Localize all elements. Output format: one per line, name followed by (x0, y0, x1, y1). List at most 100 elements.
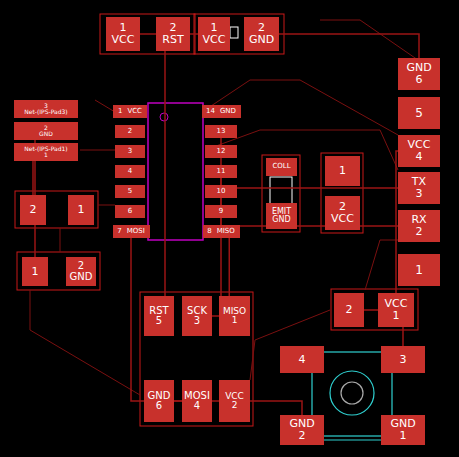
pad: 1 (22, 257, 48, 286)
pad-label: Net-(IPS-Pad3) (24, 109, 67, 115)
pad-label: RST (162, 34, 183, 46)
pad-label: 2 (299, 430, 306, 442)
pad: 5 (115, 185, 145, 198)
pad-label: COLL (272, 163, 290, 170)
pad-label: 8 (207, 228, 211, 235)
pad-label: MISO (223, 307, 246, 316)
pad: RX2 (398, 210, 440, 242)
pad: 13 (205, 125, 237, 138)
pad-label: 2 (30, 204, 37, 216)
pad-label: 2 (232, 401, 238, 410)
pad: EMITGND (266, 203, 297, 229)
pad-label: 3 (416, 188, 423, 200)
pad: 1 (325, 156, 360, 186)
pad-label: 2 (128, 128, 132, 135)
pad-label: GND (272, 216, 290, 224)
pad-label: RX (411, 214, 426, 226)
copper-trace (32, 161, 34, 195)
copper-trace (221, 198, 398, 226)
pin1-mark (160, 113, 168, 121)
isp-header-outline (140, 292, 253, 426)
pad: COLL (266, 158, 297, 176)
pad-label: 1 (393, 310, 400, 322)
pad-label: VCC (127, 108, 142, 115)
pad: 3 (115, 145, 145, 158)
pad-label: 3 (400, 354, 407, 366)
pad-label: MOSI (184, 391, 210, 402)
capacitor-outline (194, 14, 284, 54)
pad: MOSI4 (182, 380, 212, 422)
polarity-mark (230, 27, 238, 38)
pad: 7MOSI (113, 225, 150, 238)
pad: GND6 (144, 380, 174, 422)
pad: 1 (68, 195, 94, 225)
pad-label: 3 (194, 316, 200, 327)
pad: GND2 (280, 415, 324, 445)
pad: 2 (20, 195, 46, 225)
pad: MISO1 (219, 296, 250, 336)
copper-trace (30, 20, 418, 395)
pad: 1 VCC (113, 105, 147, 118)
pad-label: VCC (331, 213, 354, 225)
pad-label: 5 (128, 188, 132, 195)
pad-label: 9 (219, 208, 223, 215)
pad-label: SCK (187, 306, 207, 317)
pad: 14GND (202, 105, 241, 118)
ic-outline (148, 103, 203, 240)
pad-label: 4 (128, 168, 132, 175)
pad: 12 (205, 145, 237, 158)
pad: VCC2 (219, 380, 250, 422)
pad-label: MOSI (127, 228, 145, 235)
pad: 1 (398, 254, 440, 286)
pad-label: 6 (156, 401, 162, 412)
pad-label: 1 (400, 430, 407, 442)
pad-label: MISO (217, 228, 235, 235)
pad-label: 3 (128, 148, 132, 155)
copper-trace (164, 51, 166, 296)
copper-trace (131, 238, 182, 401)
pad-label: GND (390, 418, 415, 430)
pad: 2GND (244, 17, 279, 51)
pad-label: VCC (408, 139, 431, 151)
pad-label: 2 (346, 304, 353, 316)
pad-label: RST (149, 306, 168, 317)
pad: SCK3 (182, 296, 212, 336)
pad-label: 1 (120, 22, 127, 34)
pad: 6 (115, 205, 145, 218)
pad-label: 4 (416, 151, 423, 163)
copper-trace (221, 178, 398, 188)
transistor-outline (262, 155, 300, 232)
pad-label: 1 (415, 264, 423, 277)
pad: 1VCC (198, 17, 230, 51)
resistor-outline (17, 252, 100, 290)
pad-label: VCC (385, 298, 408, 310)
pad-label: 5 (415, 107, 423, 120)
pad-label: 2 (258, 22, 265, 34)
pad: 2RST (156, 17, 190, 51)
pad: 8 MISO (203, 225, 240, 238)
pad: 10 (205, 185, 237, 198)
pad-label: GND (70, 272, 93, 283)
pad-label: 2 (416, 226, 423, 238)
pad-label: 4 (194, 401, 200, 412)
pad-label: VCC (112, 34, 135, 46)
pad: 4 (115, 165, 145, 178)
pad-label: 1 (118, 108, 122, 115)
pad: 2 (334, 293, 364, 327)
pad: 3 (381, 346, 425, 373)
pad-label: 2 (339, 201, 346, 213)
pad-label: 4 (299, 354, 306, 366)
pad-label: 1 (78, 204, 85, 216)
pad: RST5 (144, 296, 174, 336)
pad: 4 (280, 346, 324, 373)
pad-label: 10 (217, 188, 226, 195)
capacitor-outline (321, 153, 363, 233)
pad-label: GND (39, 131, 53, 137)
pad: 9 (205, 205, 237, 218)
pad-label: GND (220, 108, 236, 115)
pad: 2GND (66, 257, 96, 286)
pad-label: 1 (339, 165, 346, 177)
pad-label: EMIT (272, 208, 291, 216)
pad-label: 2 (78, 261, 84, 272)
pad: 2GND (14, 122, 78, 140)
